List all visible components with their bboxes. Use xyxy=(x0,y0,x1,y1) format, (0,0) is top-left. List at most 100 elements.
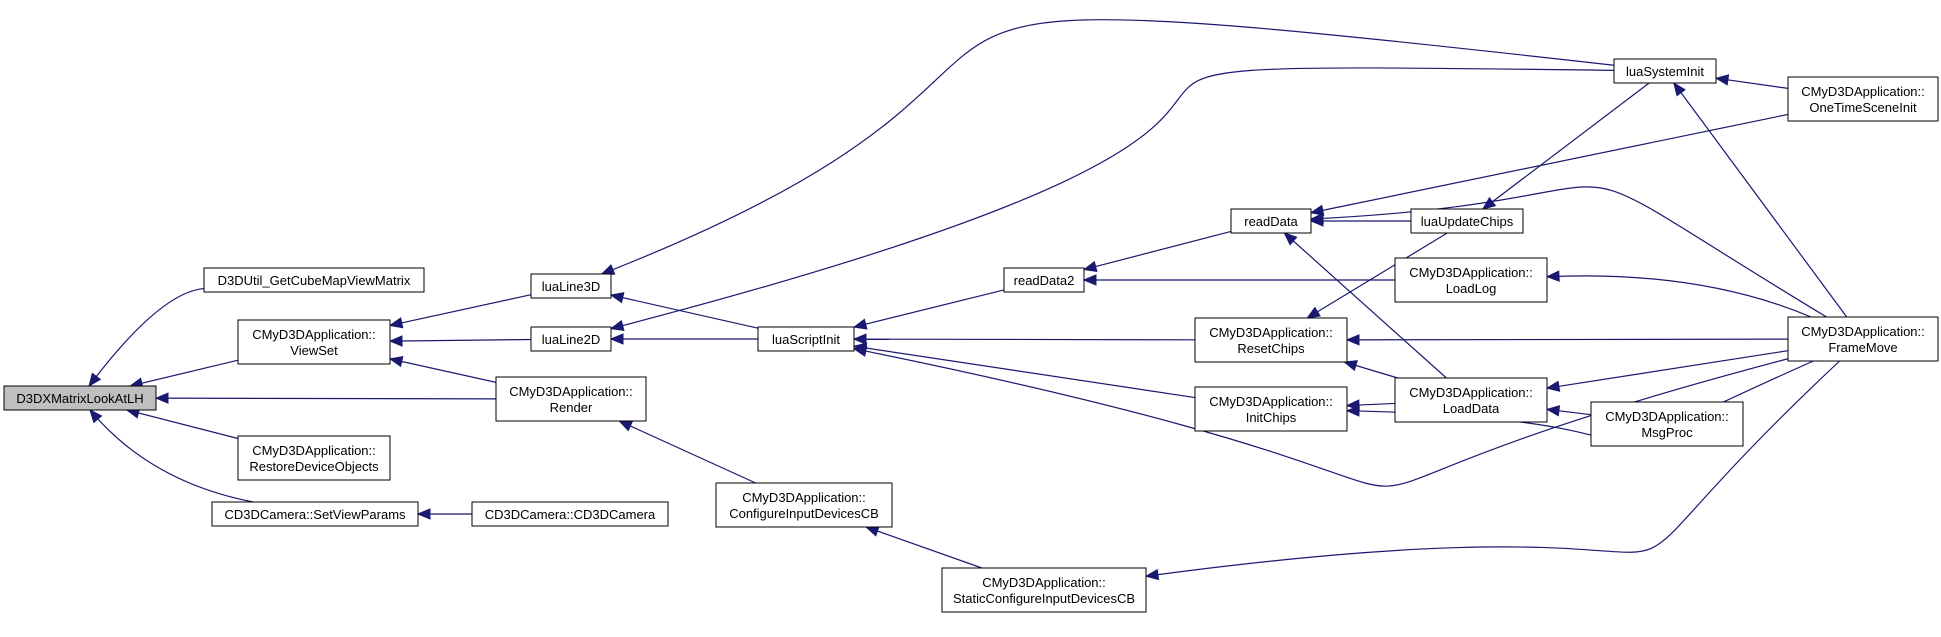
node-label: RestoreDeviceObjects xyxy=(249,459,379,474)
edge-line xyxy=(1673,82,1848,318)
node-sysinit[interactable]: luaSystemInit xyxy=(1613,58,1717,84)
node-label: CMyD3DApplication:: xyxy=(1209,394,1333,409)
arrowhead-icon xyxy=(1714,74,1730,86)
node-box xyxy=(1394,377,1548,423)
node-label: OneTimeSceneInit xyxy=(1809,100,1917,115)
node-box xyxy=(1590,401,1744,447)
node-render[interactable]: CMyD3DApplication::Render xyxy=(495,376,647,422)
edge-line xyxy=(1145,360,1840,577)
arrowhead-icon xyxy=(88,372,102,388)
arrowhead-icon xyxy=(1082,260,1098,273)
node-update[interactable]: luaUpdateChips xyxy=(1410,208,1524,234)
node-label: CMyD3DApplication:: xyxy=(1801,84,1925,99)
arrowhead-icon xyxy=(600,264,616,275)
edge-sysinit-to-line3d xyxy=(600,19,1615,275)
node-label: readData xyxy=(1244,214,1298,229)
node-readdata[interactable]: readData xyxy=(1230,208,1312,234)
node-loaddata[interactable]: CMyD3DApplication::LoadData xyxy=(1394,377,1548,423)
arrowhead-icon xyxy=(154,392,169,404)
arrowhead-icon xyxy=(609,333,624,345)
edge-line2d-to-viewset xyxy=(388,335,532,347)
node-box xyxy=(237,435,391,481)
edge-reset-to-script xyxy=(852,333,1196,345)
node-line2d[interactable]: luaLine2D xyxy=(530,326,612,352)
node-script[interactable]: luaScriptInit xyxy=(757,326,855,352)
edge-line xyxy=(1083,230,1232,271)
edge-line xyxy=(853,289,1005,328)
node-label: CMyD3DApplication:: xyxy=(742,490,866,505)
arrowhead-icon xyxy=(864,525,880,537)
node-viewset[interactable]: CMyD3DApplication::ViewSet xyxy=(237,319,391,365)
edge-line xyxy=(1310,186,1827,318)
node-box xyxy=(1410,208,1524,234)
node-box xyxy=(941,567,1147,613)
node-static[interactable]: CMyD3DApplication::StaticConfigureInputD… xyxy=(941,567,1147,613)
node-setview[interactable]: CD3DCamera::SetViewParams xyxy=(211,501,419,527)
edge-line xyxy=(853,345,1196,399)
arrowhead-icon xyxy=(1343,360,1358,372)
node-box xyxy=(471,501,669,527)
arrowhead-icon xyxy=(852,333,867,345)
arrowhead-icon xyxy=(618,420,634,432)
edge-msgproc-to-loaddata xyxy=(1545,405,1592,417)
node-camera[interactable]: CD3DCamera::CD3DCamera xyxy=(471,501,669,527)
node-label: CMyD3DApplication:: xyxy=(252,327,376,342)
edge-camera-to-setview xyxy=(416,508,472,520)
node-label: luaScriptInit xyxy=(772,332,840,347)
edge-onetime-to-sysinit xyxy=(1714,74,1789,89)
edge-framemove-to-loadlog xyxy=(1545,270,1812,318)
edge-line xyxy=(610,67,1615,330)
edge-line xyxy=(1546,350,1789,389)
edge-framemove-to-reset xyxy=(1345,334,1789,346)
node-box xyxy=(1394,257,1548,303)
arrowhead-icon xyxy=(1144,568,1160,581)
graph-edges xyxy=(88,19,1848,581)
node-label: CMyD3DApplication:: xyxy=(252,443,376,458)
arrowhead-icon xyxy=(1673,81,1686,97)
node-loadlog[interactable]: CMyD3DApplication::LoadLog xyxy=(1394,257,1548,303)
node-label: D3DUtil_GetCubeMapViewMatrix xyxy=(218,273,411,288)
arrowhead-icon xyxy=(1283,232,1298,246)
node-label: CD3DCamera::CD3DCamera xyxy=(485,507,656,522)
node-label: luaSystemInit xyxy=(1626,64,1704,79)
node-label: CMyD3DApplication:: xyxy=(1605,409,1729,424)
edge-line xyxy=(1306,232,1448,319)
node-label: InitChips xyxy=(1246,410,1297,425)
node-readdata2[interactable]: readData2 xyxy=(1003,267,1085,293)
node-box xyxy=(1787,76,1939,122)
edge-sysinit-to-update xyxy=(1481,82,1650,210)
arrowhead-icon xyxy=(1082,274,1097,286)
edge-line xyxy=(853,338,1196,341)
node-label: readData2 xyxy=(1014,273,1075,288)
node-label: FrameMove xyxy=(1828,340,1897,355)
edge-init-to-script xyxy=(852,342,1196,399)
node-msgproc[interactable]: CMyD3DApplication::MsgProc xyxy=(1590,401,1744,447)
arrowhead-icon xyxy=(852,318,868,330)
node-line3d[interactable]: luaLine3D xyxy=(530,273,612,299)
node-box xyxy=(203,267,425,293)
node-label: luaLine3D xyxy=(542,279,601,294)
node-config[interactable]: CMyD3DApplication::ConfigureInputDevices… xyxy=(715,482,893,528)
node-onetime[interactable]: CMyD3DApplication::OneTimeSceneInit xyxy=(1787,76,1939,122)
edge-line xyxy=(126,409,239,440)
node-box xyxy=(1194,386,1348,432)
node-label: D3DXMatrixLookAtLH xyxy=(16,391,143,406)
arrowhead-icon xyxy=(1345,334,1360,346)
edge-script-to-line3d xyxy=(609,292,759,329)
edge-line xyxy=(89,409,254,503)
node-restore[interactable]: CMyD3DApplication::RestoreDeviceObjects xyxy=(237,435,391,481)
node-framemove[interactable]: CMyD3DApplication::FrameMove xyxy=(1787,316,1939,362)
node-init[interactable]: CMyD3DApplication::InitChips xyxy=(1194,386,1348,432)
edge-line xyxy=(601,19,1615,275)
node-cubemap[interactable]: D3DUtil_GetCubeMapViewMatrix xyxy=(203,267,425,293)
arrowhead-icon xyxy=(388,317,404,329)
node-label: ViewSet xyxy=(290,343,338,358)
node-box xyxy=(530,326,612,352)
node-reset[interactable]: CMyD3DApplication::ResetChips xyxy=(1194,317,1348,363)
edge-line xyxy=(853,348,1789,487)
arrowhead-icon xyxy=(388,335,403,347)
node-label: CMyD3DApplication:: xyxy=(982,575,1106,590)
edge-line xyxy=(130,359,239,387)
arrowhead-icon xyxy=(388,355,404,368)
